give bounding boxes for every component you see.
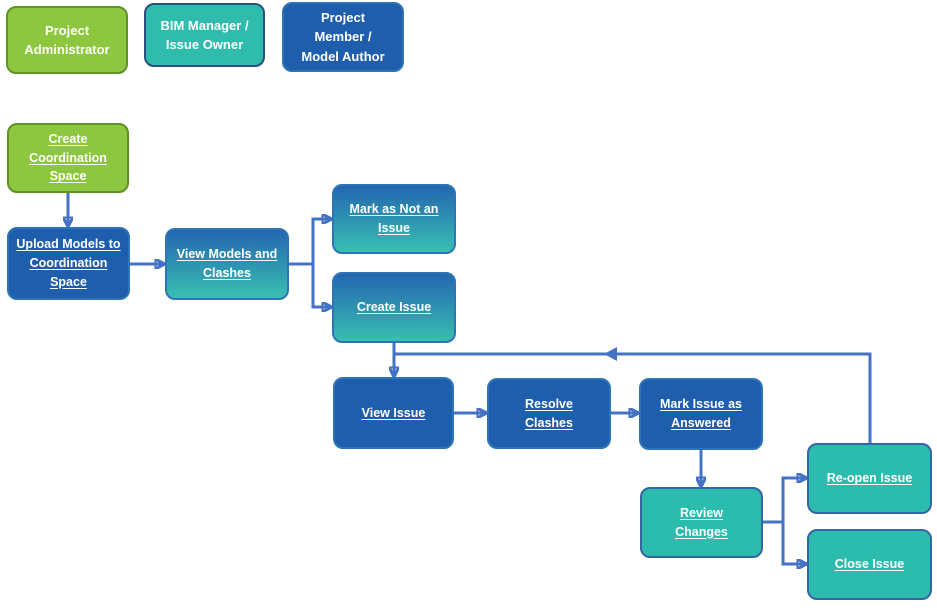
node-view-models-and-clashes[interactable]: View Models and Clashes bbox=[165, 228, 289, 300]
connector-review-to-close bbox=[781, 522, 807, 564]
legend-label: Project Administrator bbox=[24, 22, 110, 58]
node-create-coordination-space[interactable]: Create Coordination Space bbox=[7, 123, 129, 193]
legend-label: BIM Manager / Issue Owner bbox=[160, 17, 249, 53]
node-upload-models-to-coordination-space[interactable]: Upload Models to Coordination Space bbox=[7, 227, 130, 300]
node-link-label[interactable]: Mark Issue as Answered bbox=[660, 397, 742, 430]
node-link-label[interactable]: Upload Models to Coordination Space bbox=[16, 237, 121, 289]
node-close-issue[interactable]: Close Issue bbox=[807, 529, 932, 600]
connector-review-to-reopen bbox=[763, 478, 807, 524]
node-link-label[interactable]: Create Coordination Space bbox=[29, 131, 107, 184]
node-link-label[interactable]: Create Issue bbox=[356, 300, 432, 315]
legend-project-member-model-author: Project Member / Model Author bbox=[282, 2, 404, 72]
node-link-label[interactable]: View Issue bbox=[361, 405, 426, 420]
node-re-open-issue[interactable]: Re-open Issue bbox=[807, 443, 932, 514]
node-link-label[interactable]: Mark as Not an Issue bbox=[349, 202, 439, 235]
node-mark-issue-as-answered[interactable]: Mark Issue as Answered bbox=[639, 378, 763, 450]
node-link-label[interactable]: Review Changes bbox=[675, 505, 728, 539]
node-link-label[interactable]: Re-open Issue bbox=[826, 471, 913, 486]
node-link-label[interactable]: Resolve Clashes bbox=[525, 396, 573, 430]
reopen-loop-arrowhead bbox=[604, 347, 617, 361]
node-view-issue[interactable]: View Issue bbox=[333, 377, 454, 449]
connector-reopen-loop-back bbox=[394, 352, 872, 443]
connector-to-mark-not-an-issue bbox=[311, 219, 332, 264]
node-link-label[interactable]: View Models and Clashes bbox=[176, 247, 278, 280]
node-mark-as-not-an-issue[interactable]: Mark as Not an Issue bbox=[332, 184, 456, 254]
node-create-issue[interactable]: Create Issue bbox=[332, 272, 456, 343]
legend-label: Project Member / Model Author bbox=[301, 9, 385, 64]
legend-project-administrator: Project Administrator bbox=[6, 6, 128, 74]
node-resolve-clashes[interactable]: Resolve Clashes bbox=[487, 378, 611, 449]
node-review-changes[interactable]: Review Changes bbox=[640, 487, 763, 558]
node-link-label[interactable]: Close Issue bbox=[834, 557, 905, 572]
legend-bim-manager-issue-owner: BIM Manager / Issue Owner bbox=[144, 3, 265, 67]
connector-to-create-issue bbox=[311, 264, 332, 307]
